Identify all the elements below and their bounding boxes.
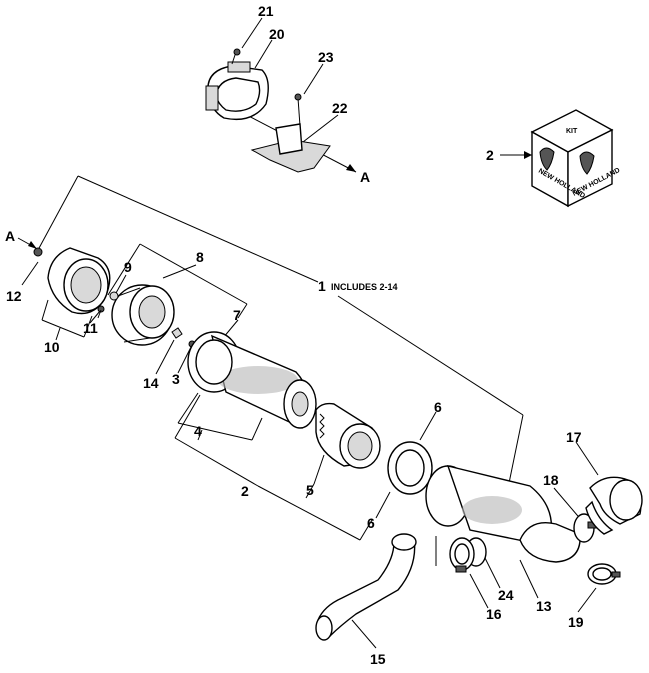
seal-ring-6 (387, 441, 433, 495)
callout-15: 15 (370, 651, 386, 667)
callout-13: 13 (536, 598, 552, 614)
callout-2-kit: 2 (486, 147, 494, 163)
elbow-17 (585, 476, 643, 535)
cap-8 (111, 284, 175, 346)
housing-13 (425, 465, 581, 563)
callout-19: 19 (568, 614, 584, 630)
callout-6-lower: 6 (367, 515, 375, 531)
callout-a-left: A (5, 228, 15, 244)
bolt-21 (231, 48, 241, 65)
end-cap-10 (47, 247, 111, 315)
callout-10: 10 (44, 339, 60, 355)
bracket-22 (250, 123, 331, 173)
callout-22: 22 (332, 100, 348, 116)
primary-element-4 (187, 331, 317, 429)
callout-2-mid: 2 (241, 483, 249, 499)
callout-4: 4 (194, 423, 202, 439)
callout-11: 11 (83, 320, 98, 336)
leader-lines (17, 17, 599, 649)
nut-12 (33, 247, 43, 257)
kit-top-label: KIT (566, 128, 578, 135)
callout-18: 18 (543, 472, 559, 488)
callout-23: 23 (318, 49, 334, 65)
safety-element-5 (315, 402, 381, 469)
bolt-23 (294, 93, 302, 127)
kit-box (530, 109, 614, 208)
callout-17: 17 (566, 429, 582, 445)
callout-6-upper: 6 (434, 399, 442, 415)
callout-14: 14 (143, 375, 159, 391)
callout-1-note: INCLUDES 2-14 (331, 282, 398, 292)
clip-11 (97, 305, 105, 319)
intake-hose-15 (315, 533, 417, 641)
callout-9: 9 (124, 259, 132, 275)
callout-3: 3 (172, 371, 180, 387)
valve-9 (109, 291, 119, 301)
callout-12: 12 (6, 288, 22, 304)
callout-5: 5 (306, 482, 314, 498)
clamp-16 (449, 537, 475, 573)
callout-labels: 21 20 23 22 A 2 A 9 8 1 INCLUDES 2-14 12… (5, 3, 584, 667)
callout-21: 21 (258, 3, 274, 19)
callout-16: 16 (486, 606, 502, 622)
callout-a-upper: A (360, 169, 370, 185)
mounting-band (205, 61, 269, 121)
callout-7: 7 (233, 307, 241, 323)
clip-14 (171, 327, 183, 339)
callout-24: 24 (498, 587, 514, 603)
clamp-19 (587, 563, 621, 585)
callout-8: 8 (196, 249, 204, 265)
callout-20: 20 (269, 26, 285, 42)
callout-1: 1 (318, 278, 326, 294)
